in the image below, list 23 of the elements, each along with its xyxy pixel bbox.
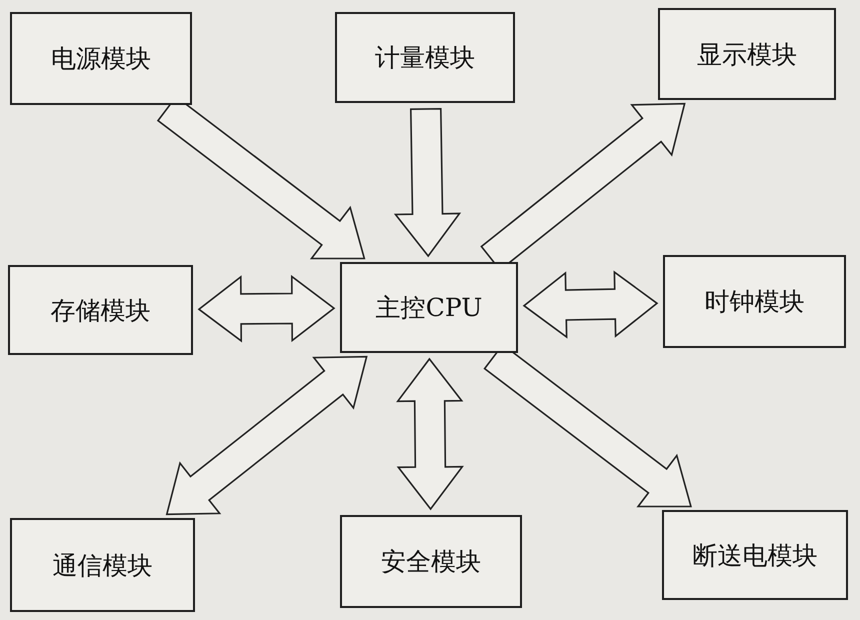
module-label: 安全模块: [381, 546, 481, 578]
block-arrow: [198, 274, 336, 342]
module-box: [663, 255, 846, 348]
module-label: 通信模块: [52, 550, 152, 582]
block-arrow: [522, 270, 658, 339]
module-box: [8, 265, 193, 355]
module-box: [335, 12, 515, 103]
module-box: [10, 12, 192, 105]
module-box: [340, 262, 518, 353]
module-box: [340, 515, 522, 608]
module-label: 时钟模块: [704, 286, 804, 318]
module-label: 计量模块: [375, 42, 475, 74]
module-box: [10, 518, 195, 612]
module-label: 存储模块: [50, 294, 150, 326]
module-label: 显示模块: [697, 38, 797, 70]
module-box: [662, 510, 848, 600]
module-label: 主控CPU: [376, 292, 482, 324]
module-label: 断送电模块: [692, 540, 818, 572]
block-arrow: [166, 356, 368, 516]
module-label: 电源模块: [51, 43, 151, 75]
block-arrow: [394, 108, 462, 258]
module-box: [658, 8, 836, 100]
block-arrow: [396, 358, 464, 510]
